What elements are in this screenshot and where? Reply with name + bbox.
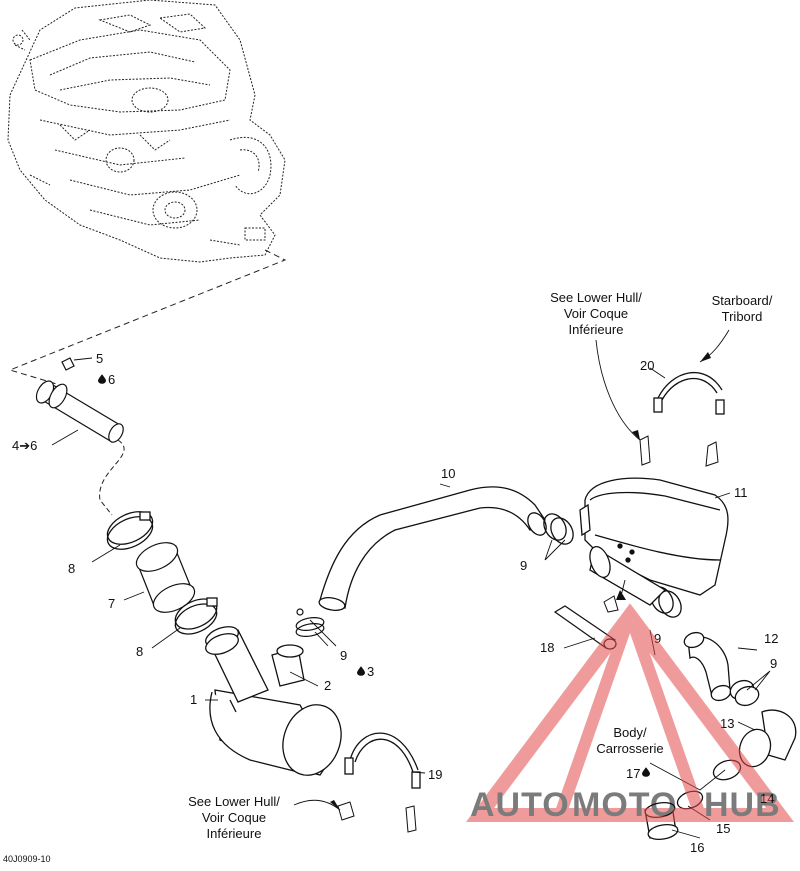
callout-12: 12: [764, 631, 778, 646]
callout-5: 5: [96, 351, 103, 366]
rubber-sleeve: [135, 542, 196, 613]
note-body: Body/ Carrosserie: [596, 725, 663, 756]
callout-16: 16: [690, 840, 704, 855]
engine-leader-line: [8, 249, 287, 386]
svg-text:Starboard/: Starboard/: [712, 293, 773, 308]
svg-text:Carrosserie: Carrosserie: [596, 741, 663, 756]
callout-9-hose: 9: [770, 656, 777, 671]
callout-11: 11: [734, 485, 748, 500]
clamp-lower: [174, 597, 218, 635]
automotohub-watermark: AUTO MOTO HUB: [466, 603, 794, 824]
callout-8-lower: 8: [136, 644, 143, 659]
callout-17: 17: [626, 766, 640, 781]
svg-text:Voir Coque: Voir Coque: [564, 306, 628, 321]
callout-3: 3: [367, 664, 374, 679]
callout-19: 19: [428, 767, 442, 782]
hose-dashed-link: [99, 439, 125, 516]
retaining-strap-bottom: [344, 732, 421, 789]
svg-text:Voir Coque: Voir Coque: [202, 810, 266, 825]
callout-7: 7: [108, 596, 115, 611]
exhaust-outlet-fitting: [35, 357, 124, 443]
watermark-moto: MOTO: [572, 786, 677, 824]
note-lower-hull-top: See Lower Hull/ Voir Coque Inférieure: [550, 290, 642, 337]
engine-illustration: [7, 0, 286, 263]
svg-text:See Lower Hull/: See Lower Hull/: [188, 794, 280, 809]
resonator-box: [579, 477, 729, 606]
callout-20: 20: [640, 358, 654, 373]
sealant-drop-icon: [98, 374, 106, 384]
figure-id: 40J0909-10: [3, 854, 51, 864]
svg-text:Tribord: Tribord: [722, 309, 763, 324]
svg-text:Inférieure: Inférieure: [569, 322, 624, 337]
clamp-upper: [106, 511, 154, 550]
note-lower-hull-bottom: See Lower Hull/ Voir Coque Inférieure: [188, 794, 280, 841]
callout-1: 1: [190, 692, 197, 707]
muffler: [205, 626, 342, 776]
callout-8-upper: 8: [68, 561, 75, 576]
exhaust-pipe: [318, 486, 547, 611]
callout-6: 6: [108, 372, 115, 387]
callout-10: 10: [441, 466, 455, 481]
callout-18: 18: [540, 640, 554, 655]
callout-4-6: 4➔6: [12, 438, 37, 453]
svg-text:Body/: Body/: [613, 725, 647, 740]
callout-labels: 5 6 4➔6 8 7 8 1 2 3 9 10 11 9 9 12 9 13 …: [12, 351, 778, 855]
clamps-pipe-lower: [295, 608, 325, 637]
callout-9-resonator: 9: [520, 558, 527, 573]
callout-2: 2: [324, 678, 331, 693]
mounting-brackets: [337, 435, 719, 833]
sealant-drop-icon: [642, 767, 650, 777]
watermark-auto: AUTO: [470, 786, 570, 824]
leader-arrowheads: [330, 352, 711, 810]
callout-9-outlet: 9: [654, 631, 661, 646]
note-starboard: Starboard/ Tribord: [712, 293, 773, 324]
sealant-drop-icon: [357, 666, 365, 676]
callout-15: 15: [716, 821, 730, 836]
svg-text:Inférieure: Inférieure: [207, 826, 262, 841]
callout-13: 13: [720, 716, 734, 731]
retaining-strap-top: [653, 372, 725, 415]
callout-9-pipe: 9: [340, 648, 347, 663]
svg-text:See Lower Hull/: See Lower Hull/: [550, 290, 642, 305]
watermark-hub: HUB: [704, 786, 781, 824]
